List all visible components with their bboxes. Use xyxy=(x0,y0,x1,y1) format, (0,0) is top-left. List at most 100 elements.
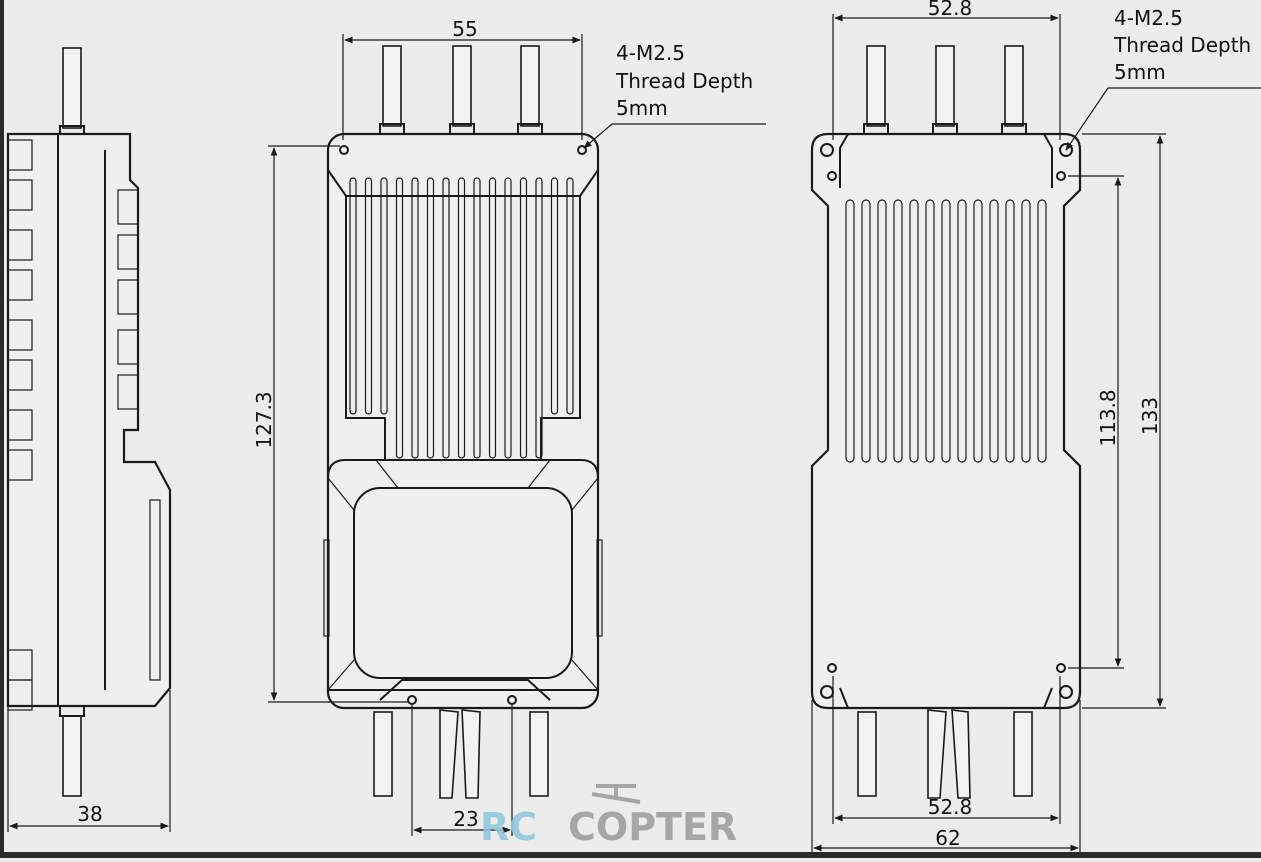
back-top-width-label: 52.8 xyxy=(928,0,973,20)
front-right-side-tab xyxy=(596,539,603,637)
front-fin xyxy=(349,177,357,415)
back-fin xyxy=(877,199,887,463)
front-top-cables xyxy=(379,45,543,135)
back-total-height-label: 133 xyxy=(1138,397,1162,435)
side-top-cable xyxy=(62,47,82,129)
side-connector-bump xyxy=(117,374,139,410)
front-fin xyxy=(550,177,559,415)
side-view: 38 xyxy=(6,47,172,832)
front-fin xyxy=(488,177,497,459)
back-thread-hole-bottom-right xyxy=(1056,663,1066,673)
side-fin xyxy=(7,359,33,391)
front-bottom-spacing-label: 23 xyxy=(453,807,478,831)
front-bottom-cable xyxy=(529,711,549,797)
side-fin xyxy=(7,269,33,301)
side-connector-bump xyxy=(117,234,139,270)
watermark-rc: RC xyxy=(480,805,537,849)
back-callout-leader xyxy=(1065,87,1109,151)
side-fins xyxy=(7,139,33,711)
front-top-width-label: 55 xyxy=(452,17,477,41)
front-height-label: 127.3 xyxy=(252,391,276,448)
side-bumps xyxy=(117,189,139,410)
back-fin xyxy=(973,199,983,463)
back-fin xyxy=(1037,199,1047,463)
back-hole-spacing-label: 113.8 xyxy=(1096,389,1120,446)
front-body-outline xyxy=(326,132,600,710)
back-fin xyxy=(957,199,967,463)
front-fin xyxy=(426,177,435,459)
back-fin xyxy=(909,199,919,463)
back-fin xyxy=(893,199,903,463)
front-bottom-cables xyxy=(373,709,549,799)
back-thread-hole-top-left xyxy=(827,171,837,181)
front-view: 55 127.3 23 4-M2.5 Thread Depth 5mm xyxy=(252,17,766,836)
side-cover-panel xyxy=(149,499,161,681)
back-corner-hole-top-left xyxy=(820,143,834,157)
back-bottom-cable xyxy=(857,711,877,797)
front-fin xyxy=(457,177,466,459)
front-fin xyxy=(364,177,373,415)
front-signal-cable xyxy=(461,709,481,799)
front-hole-top-right xyxy=(577,145,587,155)
side-connector-bump xyxy=(117,189,139,225)
back-callout-line-1: 4-M2.5 xyxy=(1114,6,1183,30)
back-body-outline xyxy=(810,132,1082,710)
back-bottom-cable xyxy=(1013,711,1033,797)
side-width-label: 38 xyxy=(77,802,102,826)
back-top-cable xyxy=(1004,45,1024,127)
back-fin xyxy=(925,199,935,463)
back-signal-cable xyxy=(951,709,971,799)
side-connector-bump xyxy=(117,279,139,315)
front-fin xyxy=(442,177,450,459)
back-signal-cable xyxy=(927,709,947,799)
back-fin xyxy=(861,199,871,463)
side-bottom-cable xyxy=(62,715,82,797)
front-heatsink-bevel xyxy=(327,169,599,197)
front-callout-leader xyxy=(583,123,613,149)
side-connector-bump xyxy=(117,329,139,365)
side-fin xyxy=(7,449,33,481)
back-bottom-width-label: 52.8 xyxy=(928,795,973,819)
front-bottom-cable xyxy=(373,711,393,797)
front-fin xyxy=(395,177,404,459)
front-fin xyxy=(473,177,481,459)
frame-bottom-edge xyxy=(0,852,1261,858)
front-fin xyxy=(411,177,419,459)
front-callout-line-1: 4-M2.5 xyxy=(616,41,685,65)
side-fin xyxy=(7,409,33,441)
front-bottom-bracket xyxy=(379,679,551,701)
back-callout-line-2: Thread Depth xyxy=(1113,33,1251,57)
back-thread-hole-bottom-left xyxy=(827,663,837,673)
back-top-cable xyxy=(866,45,886,127)
frame-left-edge xyxy=(0,0,4,858)
side-fin xyxy=(7,679,33,711)
side-fin xyxy=(7,139,33,171)
front-fin xyxy=(380,177,388,415)
watermark-logo: RC COPTER xyxy=(480,784,737,849)
back-fins xyxy=(845,199,1047,463)
front-cover-bevel-lines xyxy=(327,459,599,691)
front-fin xyxy=(519,177,528,459)
front-fins xyxy=(349,177,574,459)
side-bottom-connector xyxy=(59,705,85,717)
front-top-cable xyxy=(520,45,540,127)
side-body-outline xyxy=(6,132,172,708)
front-heatsink-frame xyxy=(345,196,581,460)
back-fin xyxy=(845,199,855,463)
front-fin xyxy=(504,177,512,459)
side-fin xyxy=(7,319,33,351)
back-fin xyxy=(989,199,999,463)
back-fin xyxy=(941,199,951,463)
back-fin xyxy=(1005,199,1015,463)
back-corner-details xyxy=(839,133,1053,709)
back-total-width-label: 62 xyxy=(935,826,960,850)
watermark-copter: COPTER xyxy=(568,805,737,849)
front-top-cable xyxy=(382,45,402,127)
front-fin xyxy=(566,177,574,415)
front-top-cable xyxy=(452,45,472,127)
back-fin xyxy=(1021,199,1031,463)
back-top-cable xyxy=(935,45,955,127)
back-top-cables xyxy=(863,45,1027,135)
side-fin xyxy=(7,229,33,261)
